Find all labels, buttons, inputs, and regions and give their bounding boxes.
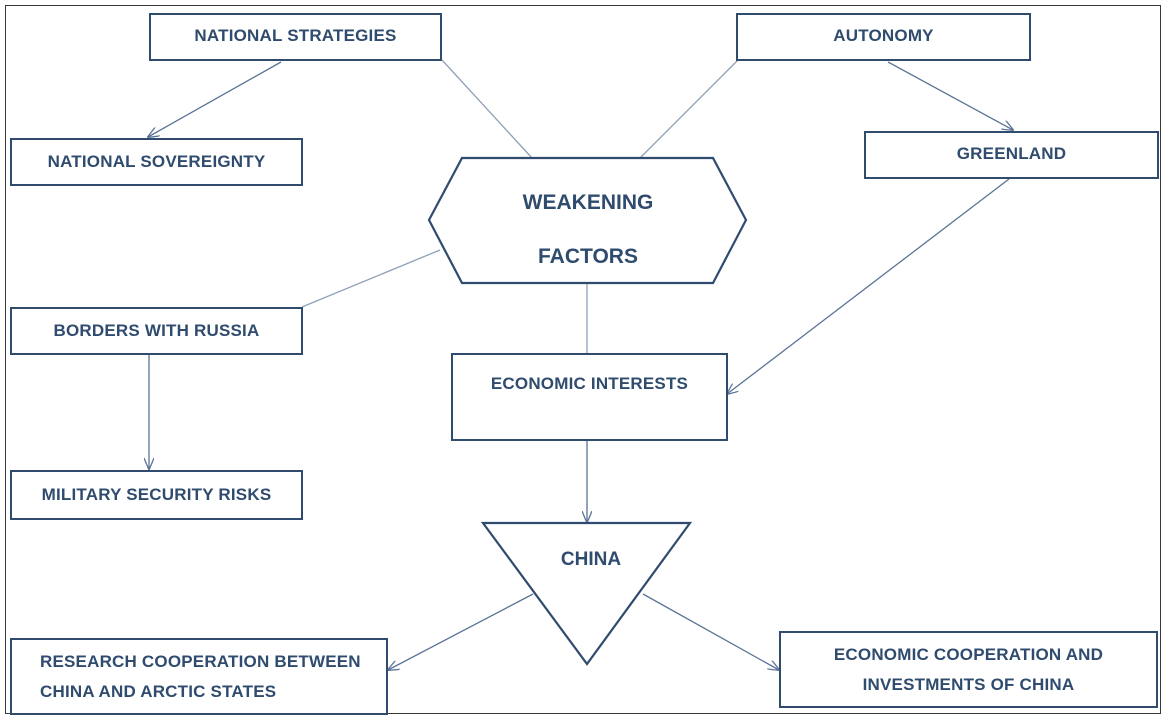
military-security-risks-label: MILITARY SECURITY RISKS	[41, 485, 272, 504]
research-cooperation-box: RESEARCH COOPERATION BETWEEN CHINA AND A…	[10, 638, 388, 715]
national-strategies-box: NATIONAL STRATEGIES	[149, 13, 442, 61]
arrow-china-to-economic-cooperation	[642, 593, 779, 670]
research-cooperation-line2: CHINA AND ARCTIC STATES	[40, 681, 277, 701]
research-cooperation-text: RESEARCH COOPERATION BETWEEN CHINA AND A…	[40, 647, 361, 707]
arrow-china-to-research	[388, 593, 534, 670]
outer-frame	[5, 5, 1161, 714]
national-strategies-label: NATIONAL STRATEGIES	[194, 26, 397, 45]
line-strategies-to-center	[441, 59, 533, 159]
military-security-risks-box: MILITARY SECURITY RISKS	[10, 470, 303, 520]
arrow-strategies-to-sovereignty	[148, 61, 282, 137]
research-cooperation-line1: RESEARCH COOPERATION BETWEEN	[40, 651, 361, 671]
national-sovereignty-box: NATIONAL SOVEREIGNTY	[10, 138, 303, 186]
arrow-autonomy-to-greenland	[887, 61, 1013, 130]
line-autonomy-to-center	[639, 59, 739, 159]
autonomy-label: AUTONOMY	[833, 26, 934, 45]
national-sovereignty-label: NATIONAL SOVEREIGNTY	[47, 152, 266, 171]
economic-cooperation-line2: INVESTMENTS OF CHINA	[862, 674, 1075, 694]
economic-cooperation-line1: ECONOMIC COOPERATION AND	[833, 644, 1104, 664]
economic-interests-box: ECONOMIC INTERESTS	[451, 353, 728, 441]
arrow-greenland-to-economic-interests	[727, 178, 1010, 394]
greenland-label: GREENLAND	[956, 144, 1067, 163]
autonomy-box: AUTONOMY	[736, 13, 1031, 61]
borders-with-russia-label: BORDERS WITH RUSSIA	[53, 321, 260, 340]
line-center-to-borders	[301, 249, 441, 308]
greenland-box: GREENLAND	[864, 131, 1159, 179]
economic-cooperation-box: ECONOMIC COOPERATION AND INVESTMENTS OF …	[779, 631, 1158, 708]
weakening-label-line1: WEAKENING	[522, 191, 654, 214]
china-triangle	[480, 521, 693, 666]
borders-with-russia-box: BORDERS WITH RUSSIA	[10, 307, 303, 355]
weakening-factors-label: WEAKENING FACTORS	[430, 176, 746, 284]
weakening-factors-hexagon	[427, 156, 748, 285]
economic-cooperation-text: ECONOMIC COOPERATION AND INVESTMENTS OF …	[834, 640, 1103, 700]
weakening-label-line2: FACTORS	[538, 245, 638, 268]
economic-interests-label: ECONOMIC INTERESTS	[490, 374, 689, 393]
china-label: CHINA	[560, 549, 622, 570]
